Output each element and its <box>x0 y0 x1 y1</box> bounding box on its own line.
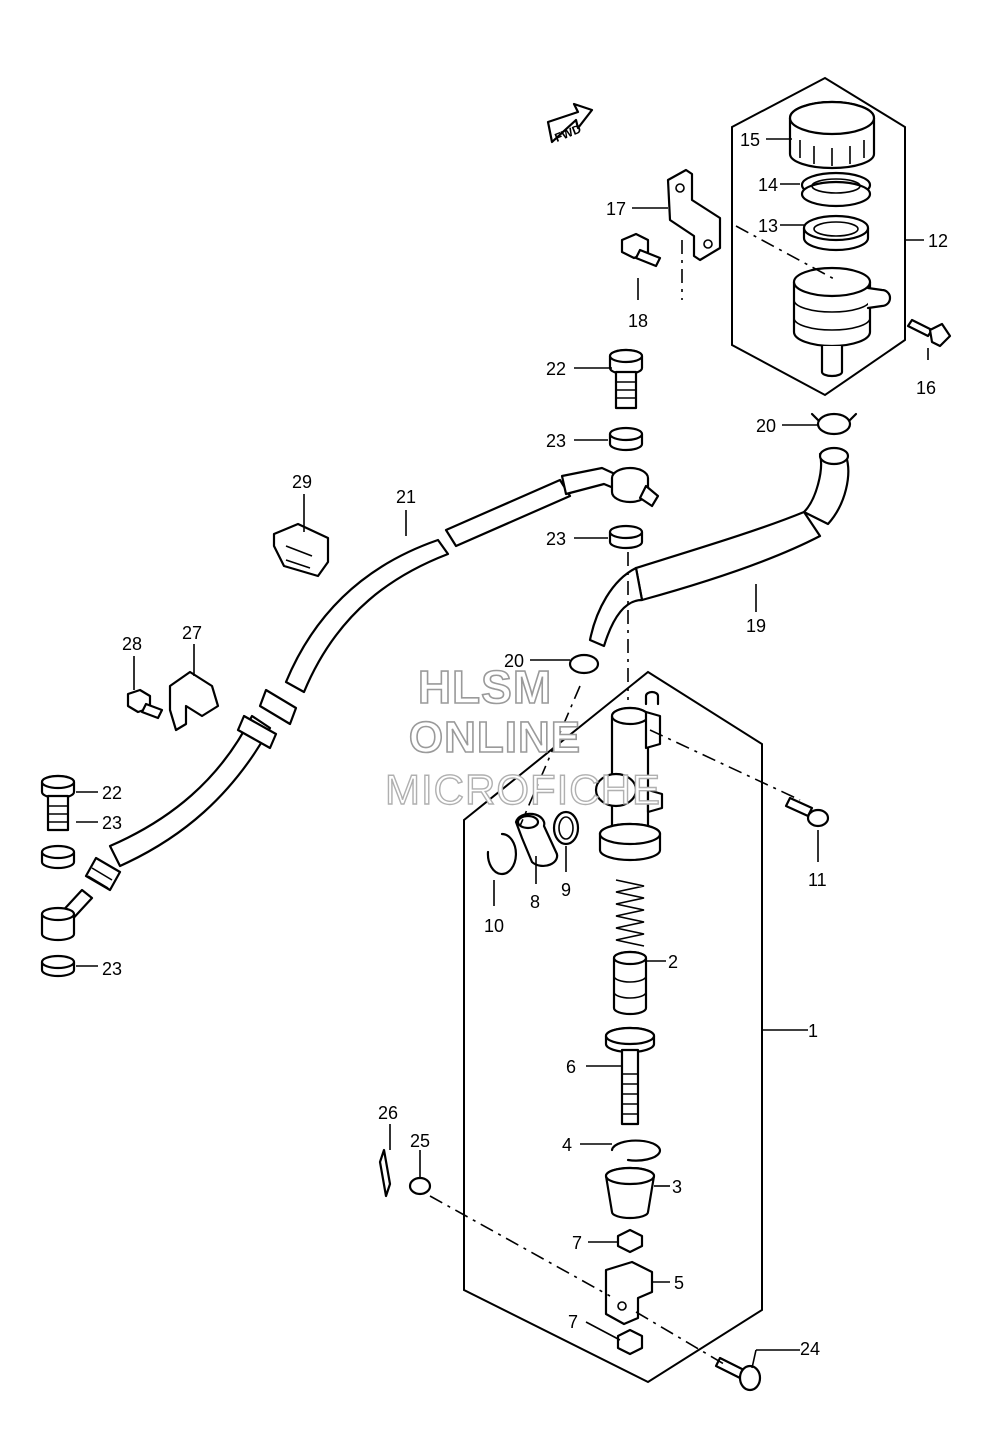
reservoir-body <box>792 266 892 378</box>
callout-21: 21 <box>396 487 416 507</box>
reservoir-cap <box>788 100 876 170</box>
cotter-pin-26 <box>378 1148 392 1198</box>
screw-16 <box>906 318 952 348</box>
reservoir-group-frame <box>731 76 906 397</box>
reservoir-hose <box>588 446 850 648</box>
master-cylinder-group-frame <box>463 670 763 1384</box>
callout-9: 9 <box>561 880 571 900</box>
washer-23-lower-b <box>40 954 76 978</box>
nut-7-upper <box>616 1228 644 1254</box>
banjo-bolt-upper <box>608 348 644 410</box>
fwd-arrow-icon: FWD <box>546 102 594 145</box>
hose-connector-8 <box>514 812 559 868</box>
watermark-line-2: ONLINE <box>408 712 582 763</box>
leader-lines <box>76 138 929 1369</box>
watermark-line-1: HLSM <box>417 660 553 714</box>
brake-hose <box>56 466 660 926</box>
master-cylinder-body <box>594 690 664 862</box>
callout-10: 10 <box>484 916 504 936</box>
callout-7-upper: 7 <box>572 1233 582 1253</box>
o-ring-9 <box>552 810 580 846</box>
callout-11: 11 <box>808 870 827 890</box>
callout-23-upper: 23 <box>546 431 566 451</box>
callout-13: 13 <box>758 216 778 236</box>
callout-24: 24 <box>800 1339 820 1359</box>
callout-22-lower: 22 <box>102 783 122 803</box>
hose-clip-lower <box>568 653 600 675</box>
callout-23-lower-a: 23 <box>102 813 122 833</box>
reservoir-bracket <box>666 168 722 262</box>
washer-25 <box>408 1176 432 1196</box>
callout-28: 28 <box>122 634 142 654</box>
callout-22-upper: 22 <box>546 359 566 379</box>
washer-23-mid <box>608 524 644 550</box>
washer-23-upper <box>608 426 644 452</box>
banjo-bolt-lower <box>40 774 76 832</box>
callout-27: 27 <box>182 623 202 643</box>
callout-2: 2 <box>668 952 678 972</box>
callout-23-mid: 23 <box>546 529 566 549</box>
callout-5: 5 <box>674 1273 684 1293</box>
watermark-line-3: MICROFICHE <box>384 765 661 813</box>
circlip-4 <box>610 1139 661 1162</box>
callout-7-lower: 7 <box>568 1312 578 1332</box>
callout-14: 14 <box>758 175 778 195</box>
banjo-fitting-lower <box>40 906 76 942</box>
callout-12: 12 <box>928 231 948 251</box>
callout-18: 18 <box>628 311 648 331</box>
callout-8: 8 <box>530 892 540 912</box>
callout-labels: 15 14 13 12 16 17 18 22 23 23 20 19 20 2… <box>102 130 948 1359</box>
diaphragm-plate <box>800 171 872 208</box>
bolt-18 <box>620 232 662 268</box>
diaphragm <box>802 214 870 252</box>
bolt-28 <box>126 688 164 720</box>
callout-26: 26 <box>378 1103 398 1123</box>
callout-19: 19 <box>746 616 766 636</box>
push-rod <box>604 1026 656 1126</box>
screw-11 <box>784 796 830 828</box>
boot-3 <box>604 1166 656 1220</box>
callout-15: 15 <box>740 130 760 150</box>
callout-20-upper: 20 <box>756 416 776 436</box>
callout-1: 1 <box>808 1021 818 1041</box>
spring-and-piston <box>612 879 648 1016</box>
callout-6: 6 <box>566 1057 576 1077</box>
nut-7-lower <box>616 1328 644 1356</box>
callout-3: 3 <box>672 1177 682 1197</box>
hose-clamp-27 <box>168 670 220 732</box>
hose-clip-upper <box>810 412 858 436</box>
callout-20-lower: 20 <box>504 651 524 671</box>
callout-4: 4 <box>562 1135 572 1155</box>
circlip-10 <box>486 832 517 876</box>
washer-23-lower-a <box>40 844 76 870</box>
callout-29: 29 <box>292 472 312 492</box>
callout-23-lower-b: 23 <box>102 959 122 979</box>
clevis-5 <box>604 1260 654 1326</box>
callout-25: 25 <box>410 1131 430 1151</box>
hose-clamp-29 <box>272 522 330 578</box>
callout-16: 16 <box>916 378 936 398</box>
callout-17: 17 <box>606 199 626 219</box>
